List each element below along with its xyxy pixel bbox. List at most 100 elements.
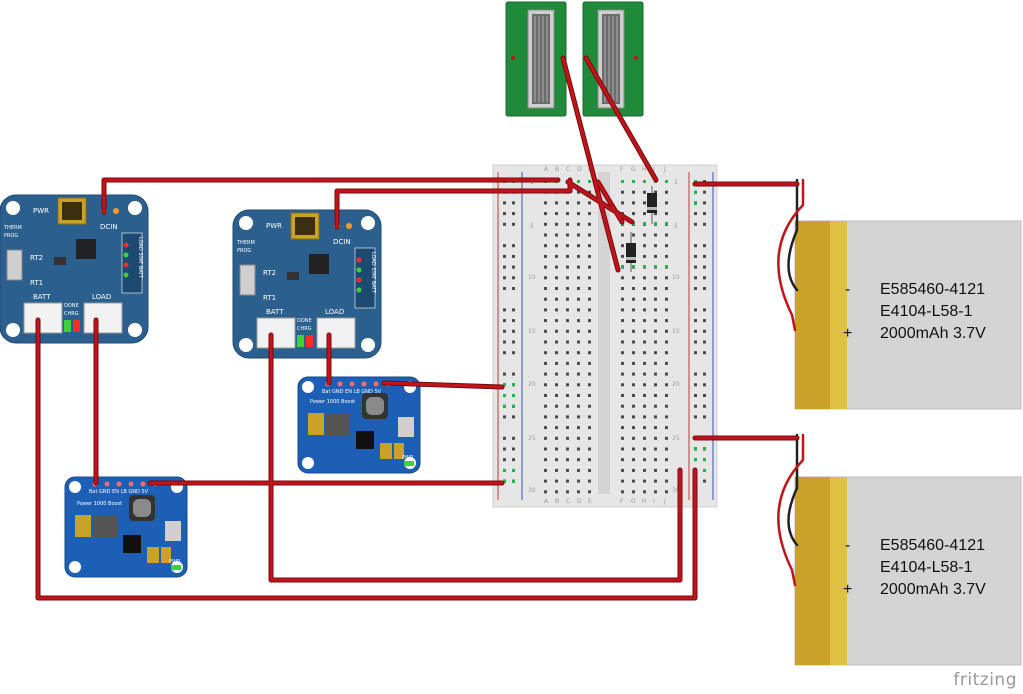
breadboard-hole — [588, 190, 591, 194]
breadboard-hole — [703, 254, 706, 258]
breadboard-hole — [566, 351, 569, 355]
breadboard-hole — [566, 415, 569, 419]
label-prog: PROG — [237, 248, 251, 254]
wires — [35, 55, 805, 601]
breadboard-hole — [512, 372, 515, 376]
breadboard-hole — [566, 361, 569, 365]
breadboard-hole — [621, 372, 624, 376]
breadboard-hole — [555, 233, 558, 237]
breadboard-hole — [665, 426, 668, 430]
bb-col-i-bottom: I — [653, 498, 655, 505]
breadboard-hole — [566, 308, 569, 312]
breadboard-hole — [694, 319, 697, 323]
breadboard-hole — [665, 490, 668, 494]
breadboard-hole — [588, 222, 591, 226]
breadboard-hole — [588, 436, 591, 440]
breadboard-hole — [632, 351, 635, 355]
breadboard-hole — [588, 404, 591, 408]
breadboard-hole — [503, 415, 506, 419]
battery-1-minus: - — [845, 281, 850, 298]
breadboard-hole — [632, 361, 635, 365]
breadboard-hole — [566, 383, 569, 387]
breadboard-hole — [512, 458, 515, 462]
breadboard-hole — [703, 308, 706, 312]
breadboard-hole — [577, 287, 580, 290]
breadboard-hole — [512, 329, 515, 333]
breadboard-hole — [577, 276, 580, 280]
bb-col-a: A — [544, 166, 549, 173]
breadboard-hole — [665, 383, 668, 387]
breadboard-hole — [512, 405, 515, 408]
breadboard-hole — [621, 190, 624, 194]
breadboard-hole — [665, 287, 668, 290]
breadboard-hole — [665, 201, 668, 205]
breadboard-hole — [621, 447, 624, 451]
breadboard-hole — [544, 254, 547, 258]
breadboard-hole — [577, 190, 580, 194]
breadboard-hole — [588, 372, 591, 376]
breadboard-hole — [665, 394, 668, 397]
breadboard-hole — [588, 447, 591, 451]
breadboard-hole — [621, 458, 624, 462]
boost-pins-label: Bat GND EN LB GND 5V — [322, 389, 382, 395]
breadboard-hole — [621, 415, 624, 419]
bb-row-20-right: 20 — [672, 381, 680, 388]
breadboard-hole — [544, 458, 547, 462]
breadboard-hole — [654, 297, 657, 301]
breadboard-hole — [588, 426, 591, 430]
breadboard-hole — [503, 265, 506, 269]
breadboard-hole — [555, 468, 558, 472]
breadboard-hole — [643, 254, 646, 258]
bb-col-h-bottom: H — [642, 498, 647, 505]
breadboard-hole — [544, 394, 547, 397]
breadboard-hole — [588, 361, 591, 365]
breadboard-hole — [643, 490, 646, 494]
breadboard-hole — [544, 297, 547, 301]
breadboard-hole — [577, 490, 580, 494]
breadboard-hole — [544, 436, 547, 440]
breadboard-hole — [577, 426, 580, 430]
breadboard-hole — [544, 361, 547, 365]
breadboard-hole — [643, 212, 646, 216]
breadboard-hole — [632, 180, 635, 183]
boost-pwr: PWR — [169, 559, 181, 565]
breadboard-hole — [555, 276, 558, 280]
breadboard-hole — [703, 404, 706, 408]
breadboard-hole — [512, 222, 515, 226]
breadboard-hole — [577, 436, 580, 440]
breadboard-hole — [654, 426, 657, 430]
breadboard-hole — [694, 415, 697, 419]
breadboard-hole — [643, 287, 646, 290]
bb-col-g: G — [631, 166, 636, 173]
breadboard-hole — [588, 468, 591, 472]
breadboard-hole — [654, 222, 657, 225]
bb-col-i: I — [653, 166, 655, 173]
breadboard-hole — [621, 479, 624, 483]
breadboard-hole — [643, 383, 646, 387]
breadboard-hole — [544, 222, 547, 226]
breadboard-hole — [503, 405, 506, 408]
breadboard-hole — [703, 340, 706, 344]
charger-board-2: PWR THERM PROG RT2 RT1 DCIN BATT LOAD DO… — [232, 209, 382, 359]
breadboard-hole — [544, 468, 547, 472]
breadboard-hole — [654, 468, 657, 472]
breadboard-hole — [703, 447, 706, 450]
breadboard-hole — [555, 361, 558, 365]
breadboard-hole — [503, 340, 506, 344]
breadboard-hole — [544, 319, 547, 323]
breadboard-hole — [544, 404, 547, 408]
breadboard-hole — [588, 276, 591, 280]
bb-col-j: J — [663, 166, 666, 173]
breadboard-hole — [512, 254, 515, 258]
breadboard-hole — [654, 383, 657, 387]
breadboard-hole — [577, 297, 580, 301]
breadboard-hole — [588, 244, 591, 248]
breadboard-hole — [694, 447, 697, 450]
breadboard-hole — [544, 340, 547, 344]
breadboard-hole — [654, 404, 657, 408]
breadboard-hole — [503, 201, 506, 205]
breadboard-hole — [654, 372, 657, 376]
breadboard-hole — [512, 212, 515, 216]
breadboard-hole — [577, 394, 580, 397]
